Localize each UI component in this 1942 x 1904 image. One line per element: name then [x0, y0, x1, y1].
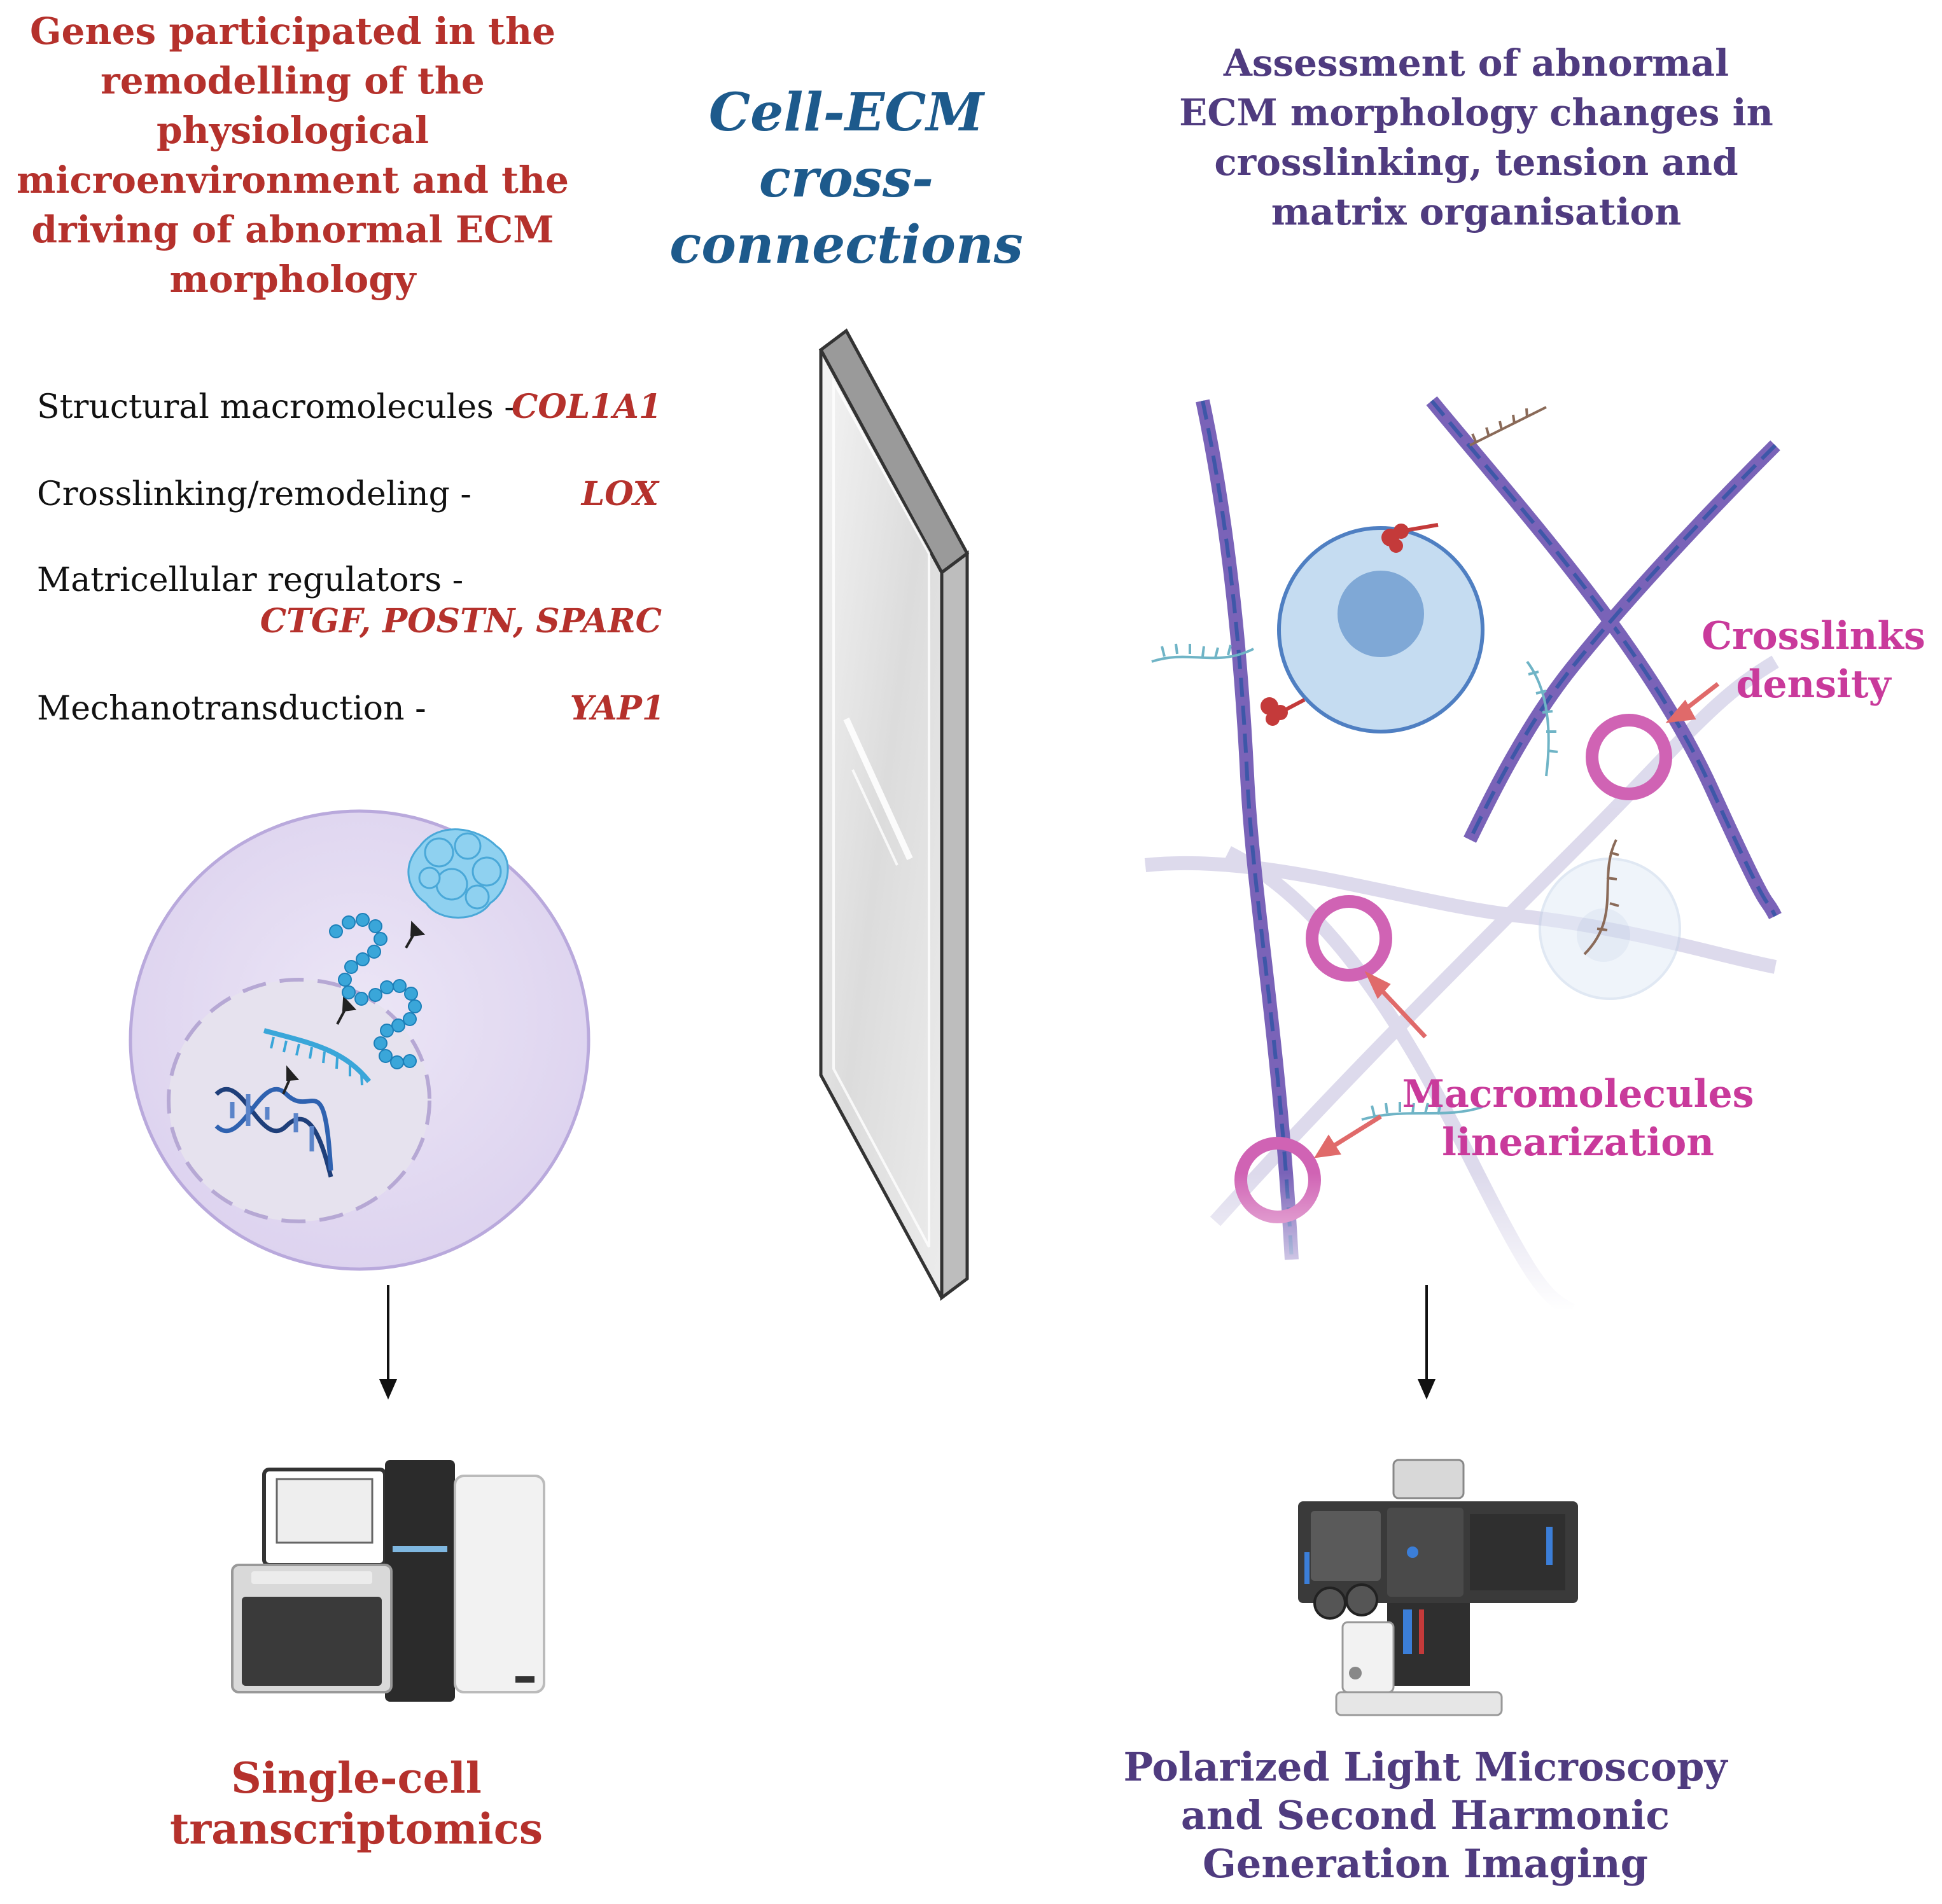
dna-icon [214, 1087, 333, 1178]
crosslinks-density-label: Crosslinks density [1693, 612, 1934, 709]
right-caption-line: Polarized Light Microscopy [1123, 1744, 1728, 1790]
gene-value-crosslinking: LOX [581, 475, 659, 513]
left-down-arrow [379, 1285, 397, 1400]
linearization-label-line: Macromolecules [1402, 1072, 1754, 1116]
protein-icon [407, 828, 509, 919]
linearization-label: Macromolecules linearization [1387, 1070, 1769, 1167]
right-heading-line: Assessment of abnormal [1223, 41, 1729, 85]
glass-slide-icon [818, 328, 970, 1301]
polypeptide-icon [329, 913, 422, 1069]
linearization-label-line: linearization [1442, 1120, 1714, 1165]
center-title-line: connections [669, 214, 1023, 275]
gene-label-mechanotransduction: Mechanotransduction - [37, 690, 426, 728]
center-title-line: cross- [758, 148, 934, 209]
left-heading-line: remodelling of the [101, 59, 485, 102]
right-heading-line: ECM morphology changes in [1179, 91, 1773, 134]
gene-label-matricellular: Matricellular regulators - [37, 561, 464, 599]
gene-label-crosslinking: Crosslinking/remodeling - [37, 475, 472, 513]
gene-value-structural: COL1A1 [512, 387, 662, 426]
sequencer-icon [231, 1460, 545, 1702]
left-heading: Genes participated in the remodelling of… [13, 6, 573, 304]
cell-illustration [129, 809, 590, 1271]
left-heading-line: morphology [169, 258, 416, 301]
left-caption: Single-cell transcriptomics [169, 1753, 543, 1854]
gene-value-matricellular: CTGF, POSTN, SPARC [260, 602, 662, 641]
right-heading-line: matrix organisation [1271, 190, 1682, 233]
center-title-line: Cell-ECM [708, 82, 984, 143]
left-heading-line: microenvironment and the [17, 158, 569, 202]
right-caption-line: Generation Imaging [1202, 1840, 1649, 1887]
left-heading-line: physiological [156, 109, 430, 152]
right-caption: Polarized Light Microscopy and Second Ha… [1082, 1743, 1769, 1888]
left-heading-line: Genes participated in the [29, 10, 556, 53]
microscope-icon [1298, 1459, 1578, 1716]
right-down-arrow [1418, 1285, 1436, 1400]
ecm-illustration [1139, 394, 1782, 1310]
arrow-icon [282, 921, 426, 1095]
crosslinks-label-line: Crosslinks [1701, 614, 1925, 658]
mrna-icon [263, 1028, 372, 1086]
gene-label-structural: Structural macromolecules - [37, 388, 515, 426]
gene-value-mechanotransduction: YAP1 [569, 689, 665, 728]
right-heading: Assessment of abnormal ECM morphology ch… [1152, 38, 1801, 237]
right-heading-line: crosslinking, tension and [1214, 141, 1738, 184]
crosslinks-label-line: density [1736, 662, 1891, 707]
center-title: Cell-ECM cross- connections [655, 80, 1037, 278]
left-heading-line: driving of abnormal ECM [31, 208, 554, 251]
right-caption-line: and Second Harmonic [1180, 1792, 1670, 1838]
